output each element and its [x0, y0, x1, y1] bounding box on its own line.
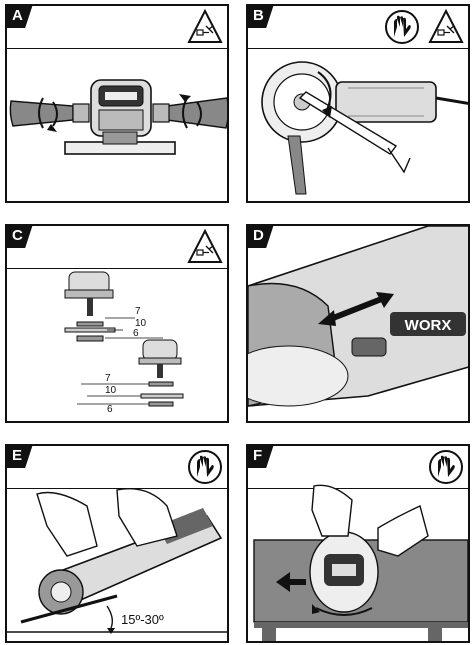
panel-f: F — [246, 444, 470, 643]
panel-e-divider — [7, 488, 227, 489]
grinding-angle-illustration: 15º-30º — [7, 488, 227, 634]
spanner-disc-illustration — [261, 61, 468, 195]
svg-text:6: 6 — [107, 404, 113, 415]
svg-text:6: 6 — [133, 328, 139, 339]
panel-e: E 15º-30º — [5, 444, 229, 643]
panel-c-tag: C — [7, 226, 33, 248]
panel-b-divider — [248, 48, 468, 49]
disc-assembly-diagram: 7 10 6 7 10 6 — [64, 271, 184, 415]
unplug-warning-icon — [428, 9, 464, 43]
panel-f-tag: F — [248, 446, 274, 468]
panel-b: B — [246, 4, 470, 203]
svg-text:10: 10 — [135, 318, 147, 329]
panel-a-tag: A — [7, 6, 33, 28]
unplug-warning-icon — [187, 229, 223, 263]
svg-text:15º-30º: 15º-30º — [121, 612, 164, 627]
panel-e-tag: E — [7, 446, 33, 468]
panel-d-tag: D — [248, 226, 274, 248]
gloves-icon — [188, 450, 222, 484]
panel-d: D WORX — [246, 224, 470, 423]
gloves-icon — [429, 450, 463, 484]
unplug-warning-icon — [187, 9, 223, 43]
panel-c: C 7 10 6 7 10 6 — [5, 224, 229, 423]
gloves-icon — [385, 10, 419, 44]
cutting-direction-illustration — [253, 484, 468, 641]
panel-a: A — [5, 4, 229, 203]
svg-text:7: 7 — [135, 306, 141, 317]
spindle-lock-illustration: WORX — [248, 226, 468, 407]
svg-text:7: 7 — [105, 373, 111, 384]
panel-f-divider — [248, 488, 468, 489]
panel-c-divider — [7, 268, 227, 269]
panel-a-divider — [7, 48, 227, 49]
panel-b-tag: B — [248, 6, 274, 28]
grinder-top-view-illustration — [9, 79, 227, 155]
worx-logo: WORX — [405, 317, 452, 334]
svg-text:10: 10 — [105, 385, 117, 396]
